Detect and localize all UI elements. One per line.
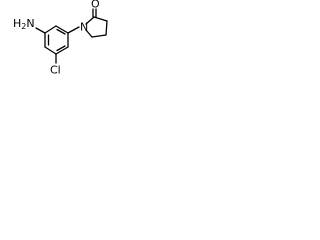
ring-bond-5 [44, 46, 57, 55]
ring-double-bond-1 [56, 28, 66, 35]
amine-bond [35, 27, 46, 34]
ring-bond-4 [55, 46, 69, 55]
ring-double-bond-2 [56, 45, 66, 52]
amine-label-subscript: 2 [21, 22, 26, 31]
amine-label-h: H [13, 17, 21, 30]
aryl-nitrogen-bond [67, 26, 80, 34]
amine-label-n: N [26, 17, 34, 30]
lactam-bond-c5-n [85, 29, 93, 38]
ring-bond-2 [55, 25, 69, 34]
carbonyl-oxygen-label: O [91, 0, 100, 11]
chloro-label: Cl [50, 64, 61, 77]
chemical-structure-diagram: H2N Cl N O [13, 0, 108, 77]
lactam-bond-n-c2 [85, 16, 95, 25]
ring-bond-1 [44, 25, 57, 34]
lactam-bond-c2-c3 [93, 16, 108, 22]
lactam-nitrogen-label: N [80, 21, 88, 34]
amine-label: H2N [13, 17, 35, 31]
benzene-ring [44, 25, 69, 55]
lactam-bond-c3-c4 [105, 20, 108, 36]
pyrrolidinone-ring [85, 16, 108, 38]
lactam-bond-c4-c5 [91, 34, 107, 38]
